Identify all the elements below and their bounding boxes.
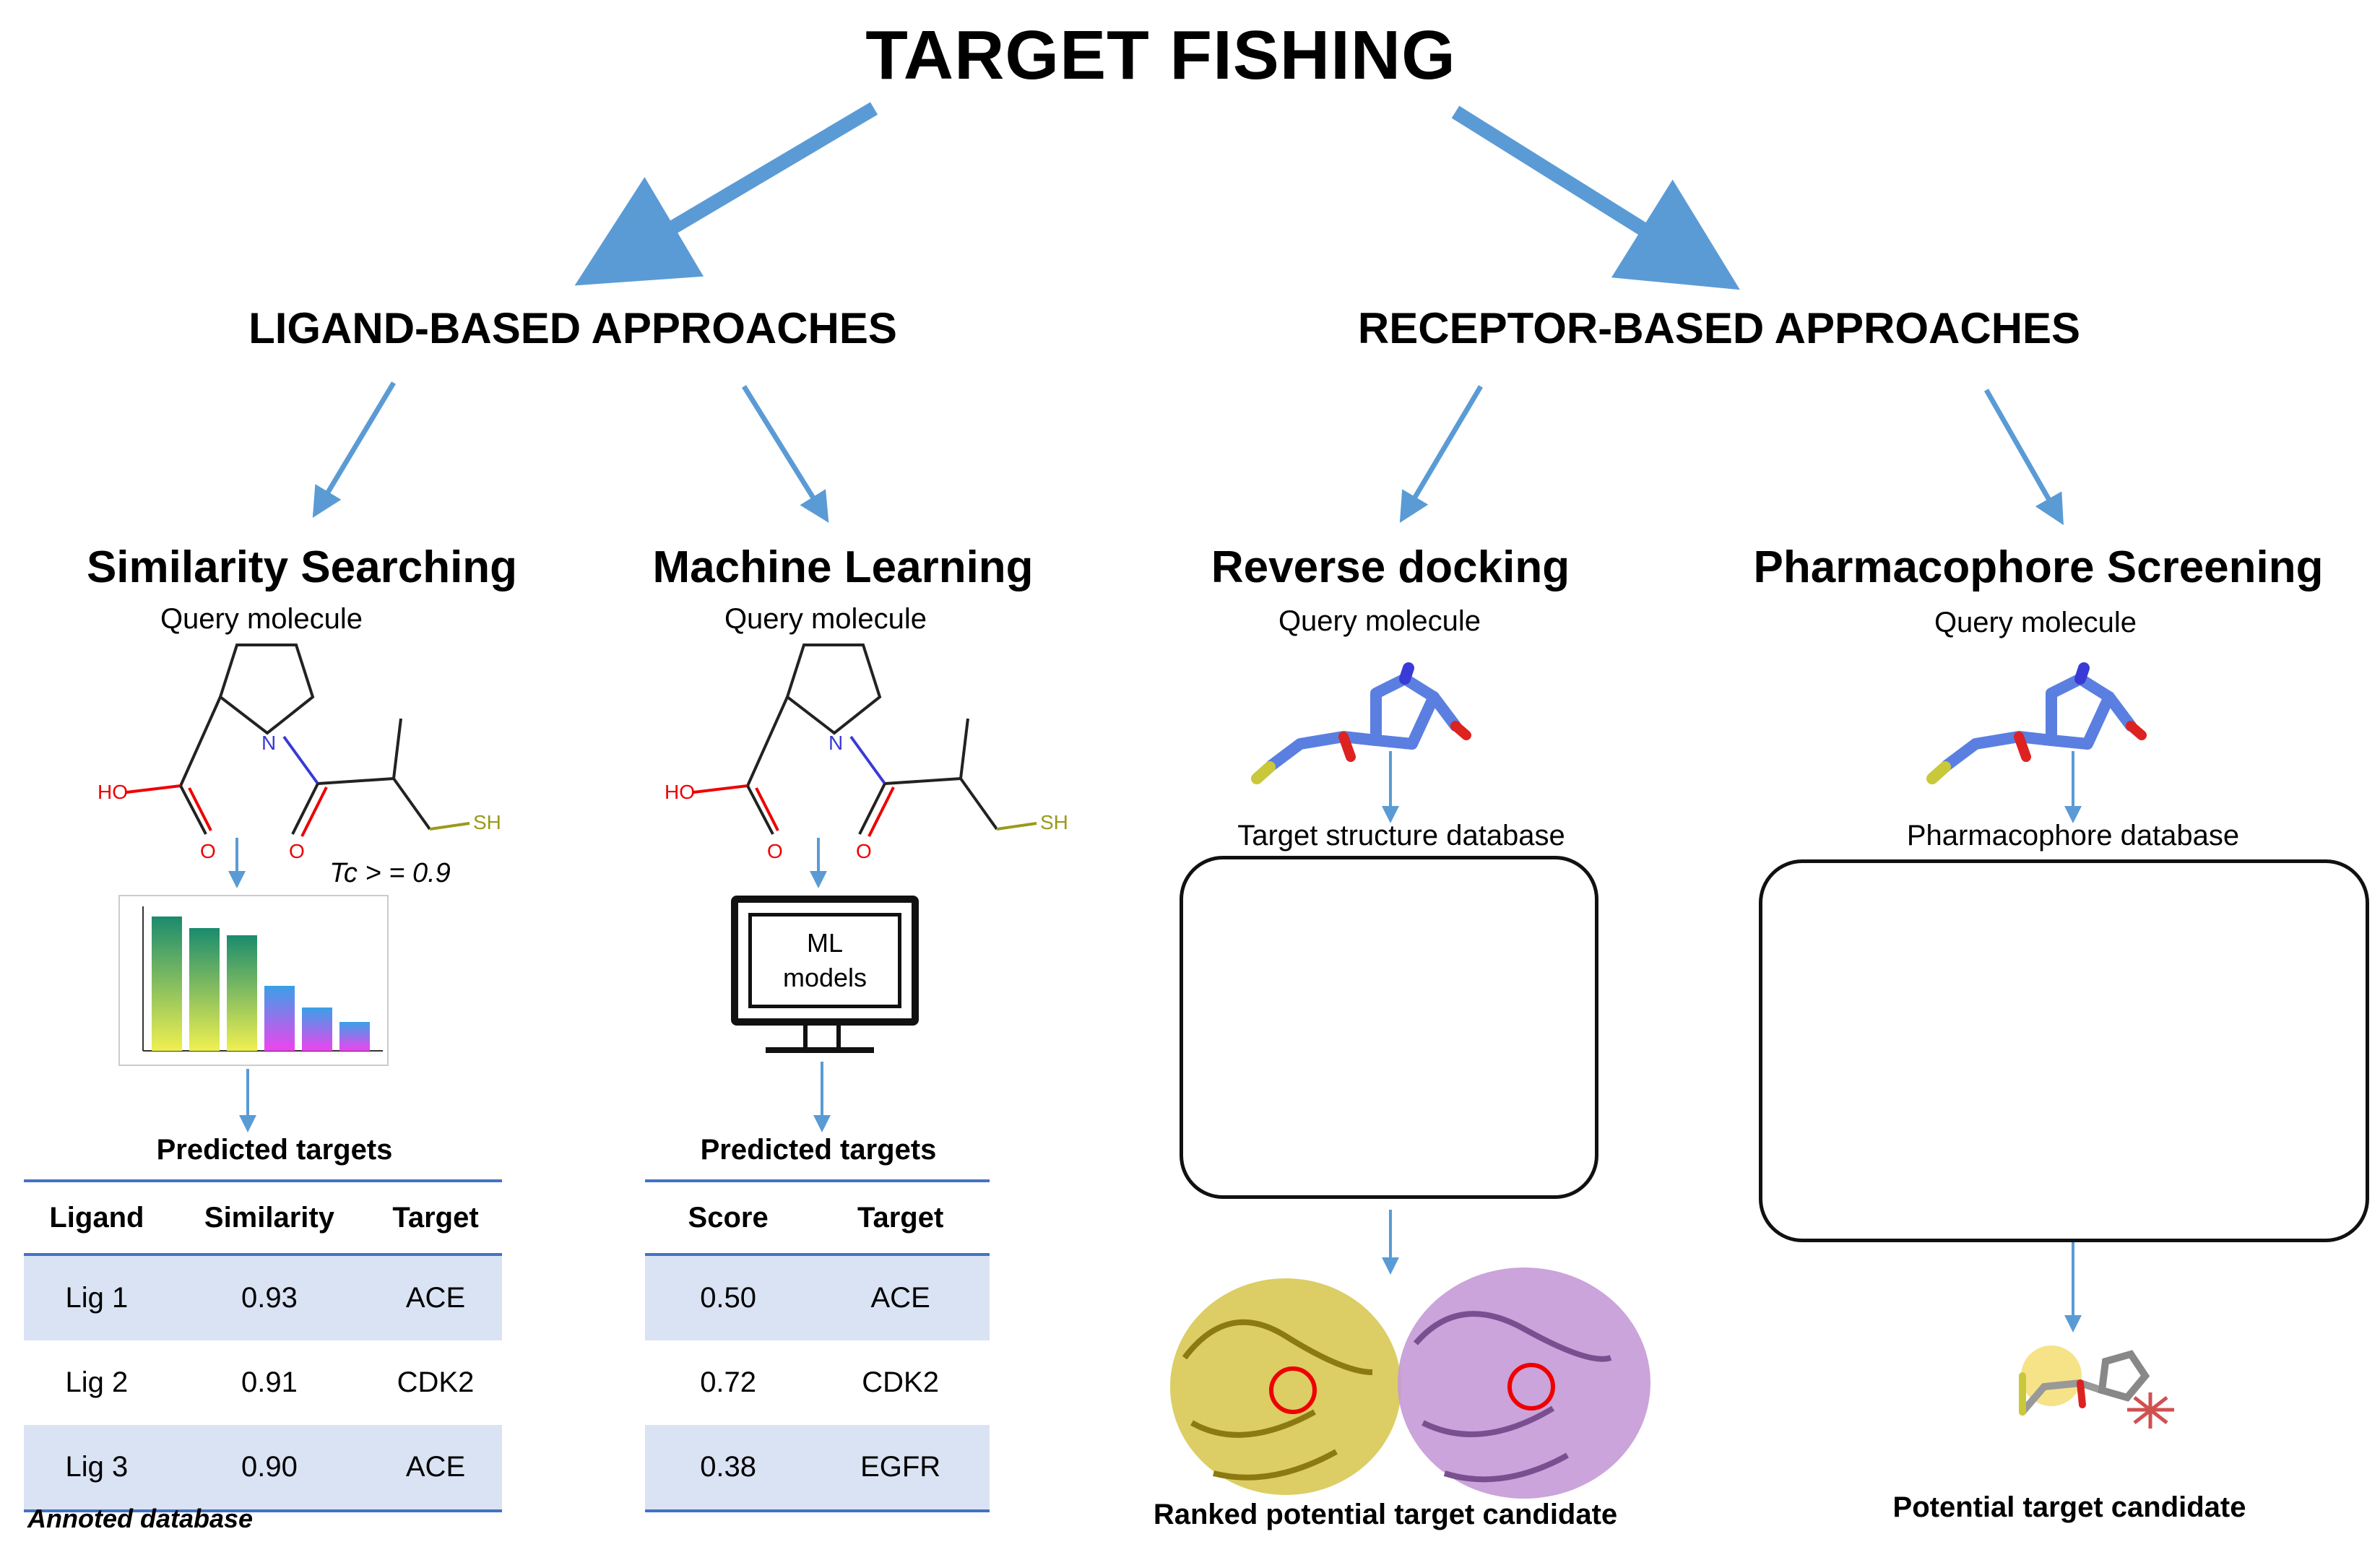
- svg-text:O: O: [200, 840, 216, 862]
- column-header-score: Score: [688, 1201, 769, 1234]
- result-protein-yellow: [1170, 1278, 1401, 1495]
- pharmacophore-result-molecule: [2019, 1346, 2174, 1429]
- table-cell: CDK2: [862, 1366, 939, 1398]
- ml-monitor: ML models: [731, 896, 919, 1026]
- svg-text:SH: SH: [1040, 811, 1068, 833]
- method-title-ml: Machine Learning: [652, 542, 1034, 592]
- result-protein-violet: [1398, 1268, 1650, 1499]
- arrows-small: [228, 751, 2082, 1332]
- table-row: Lig 3 0.90 ACE: [24, 1425, 502, 1511]
- svg-text:HO: HO: [665, 781, 695, 803]
- query-label-pharmacophore: Query molecule: [1934, 607, 2137, 638]
- table-cell: 0.72: [700, 1366, 757, 1398]
- ml-monitor-stand: [803, 1026, 841, 1049]
- table-cell: 0.91: [241, 1366, 298, 1398]
- ml-monitor-line-1: ML: [806, 928, 843, 958]
- table-header-row: Ligand Similarity Target: [24, 1181, 502, 1254]
- table-cell: 0.38: [645, 1425, 812, 1511]
- chart-bar: [339, 1022, 370, 1051]
- arrows-main: [574, 102, 1740, 290]
- method-title-similarity: Similarity Searching: [86, 542, 518, 592]
- table-cell: 0.90: [169, 1425, 370, 1511]
- svg-text:HO: HO: [98, 781, 128, 803]
- svg-text:O: O: [856, 840, 872, 862]
- query-molecule-3d-pharmacophore: [1926, 662, 2147, 784]
- table-cell: CDK2: [397, 1366, 475, 1398]
- query-label-ml: Query molecule: [724, 603, 927, 635]
- arrows-branch: [312, 381, 2064, 526]
- column-header-target: Target: [857, 1201, 944, 1234]
- similarity-results-table: Ligand Similarity Target Lig 1 0.93 ACE …: [24, 1179, 502, 1512]
- table-cell: ACE: [811, 1254, 990, 1340]
- chart-bar: [189, 928, 220, 1051]
- molecule-labels-2: HO N O O SH: [665, 732, 1068, 862]
- predicted-targets-label-similarity: Predicted targets: [156, 1134, 393, 1166]
- pharmacophore-database-box: [1759, 859, 2369, 1242]
- table-cell: Lig 1: [24, 1254, 170, 1340]
- ml-monitor-base: [766, 1047, 874, 1053]
- branch-title-receptor: RECEPTOR-BASED APPROACHES: [1357, 304, 2081, 352]
- target-structure-database-label: Target structure database: [1237, 820, 1565, 852]
- chart-bar: [264, 986, 295, 1051]
- table-row: Lig 2 0.91 CDK2: [24, 1340, 502, 1425]
- potential-candidate-label: Potential target candidate: [1892, 1491, 2246, 1523]
- molecule-structure-2: [693, 644, 1037, 837]
- query-molecule-3d-docking: [1251, 662, 1471, 784]
- table-cell: EGFR: [811, 1425, 990, 1511]
- table-row: 0.72 CDK2: [645, 1340, 990, 1425]
- svg-text:O: O: [289, 840, 305, 862]
- svg-text:N: N: [261, 732, 276, 754]
- pharmacophore-database-label: Pharmacophore database: [1906, 820, 2240, 852]
- svg-text:SH: SH: [473, 811, 501, 833]
- query-label-docking: Query molecule: [1278, 605, 1481, 637]
- query-label-similarity: Query molecule: [160, 603, 363, 635]
- table-row: Lig 1 0.93 ACE: [24, 1254, 502, 1340]
- chart-bar: [227, 935, 257, 1051]
- ml-results-table: Score Target 0.50 ACE 0.72 CDK2 0.38 EGF…: [645, 1179, 990, 1512]
- docking-result-proteins: [1170, 1268, 1650, 1499]
- chart-bar: [302, 1008, 332, 1051]
- table-row: 0.38 EGFR: [645, 1425, 990, 1511]
- annotated-database-label: Annoted database: [27, 1504, 254, 1533]
- branch-title-ligand: LIGAND-BASED APPROACHES: [248, 304, 897, 352]
- chart-bar: [152, 916, 182, 1051]
- ranked-candidate-label: Ranked potential target candidate: [1153, 1499, 1618, 1530]
- table-cell: Lig 3: [24, 1425, 170, 1511]
- threshold-label: Tc > = 0.9: [329, 858, 451, 888]
- method-title-pharmacophore: Pharmacophore Screening: [1753, 542, 2324, 592]
- similarity-bar-chart: [118, 895, 389, 1066]
- molecule-structure-1: [126, 644, 470, 837]
- svg-text:O: O: [767, 840, 783, 862]
- column-header-ligand: Ligand: [49, 1201, 144, 1234]
- table-cell: ACE: [369, 1254, 502, 1340]
- page-title: TARGET FISHING: [865, 17, 1456, 94]
- column-header-similarity: Similarity: [204, 1201, 334, 1234]
- table-cell: 0.50: [645, 1254, 812, 1340]
- molecule-labels-1: HO N O O SH: [98, 732, 501, 862]
- target-structure-database-box: [1180, 856, 1598, 1199]
- table-row: 0.50 ACE: [645, 1254, 990, 1340]
- predicted-targets-label-ml: Predicted targets: [700, 1134, 937, 1166]
- table-cell: ACE: [369, 1425, 502, 1511]
- column-header-target: Target: [392, 1201, 479, 1234]
- ml-monitor-line-2: models: [782, 963, 867, 992]
- ml-monitor-screen: ML models: [748, 913, 901, 1008]
- svg-text:N: N: [828, 732, 843, 754]
- method-title-docking: Reverse docking: [1211, 542, 1570, 592]
- table-cell: Lig 2: [65, 1366, 129, 1398]
- table-header-row: Score Target: [645, 1181, 990, 1254]
- table-cell: 0.93: [169, 1254, 370, 1340]
